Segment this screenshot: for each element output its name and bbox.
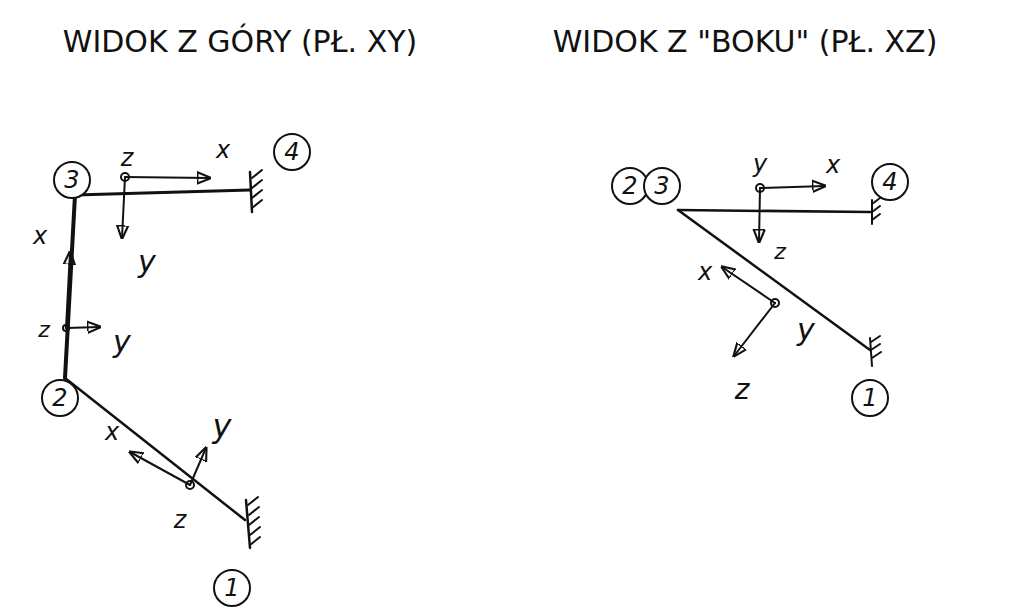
node-number: 1: [224, 576, 239, 600]
view-title: WIDOK Z GÓRY (PŁ. XY): [63, 27, 417, 57]
axis-label: y: [753, 152, 767, 176]
node-number-circle: 3: [643, 167, 681, 205]
node-number: 1: [862, 386, 877, 410]
axis-label: x: [698, 260, 712, 284]
view-title: WIDOK Z "BOKU" (PŁ. XZ): [553, 27, 938, 57]
node-number-circle: 4: [871, 163, 909, 201]
axis-label: y: [138, 247, 156, 277]
node-number-circle: 3: [53, 161, 91, 199]
node-number: 2: [622, 174, 637, 198]
axis-label: z: [38, 319, 50, 341]
axis-label: z: [121, 146, 134, 170]
node-number-circle: 2: [41, 379, 79, 417]
node-number: 3: [64, 168, 79, 192]
axis-label: x: [105, 420, 119, 444]
axis-label: x: [826, 153, 840, 177]
node-number-circle: 1: [213, 569, 251, 607]
node-number: 4: [882, 170, 897, 194]
node-number: 4: [284, 140, 299, 164]
axis-label: z: [774, 241, 786, 263]
node-number-circle: 1: [851, 379, 889, 417]
axis-label: y: [797, 315, 815, 345]
axis-label: x: [216, 138, 230, 162]
axis-label: x: [33, 224, 47, 248]
axis-label: y: [113, 327, 131, 357]
node-number: 2: [52, 386, 67, 410]
axis-label: y: [213, 410, 232, 442]
axis-label: z: [735, 376, 750, 404]
node-number: 3: [654, 174, 669, 198]
axis-label: z: [174, 508, 187, 532]
node-number-circle: 4: [273, 133, 311, 171]
